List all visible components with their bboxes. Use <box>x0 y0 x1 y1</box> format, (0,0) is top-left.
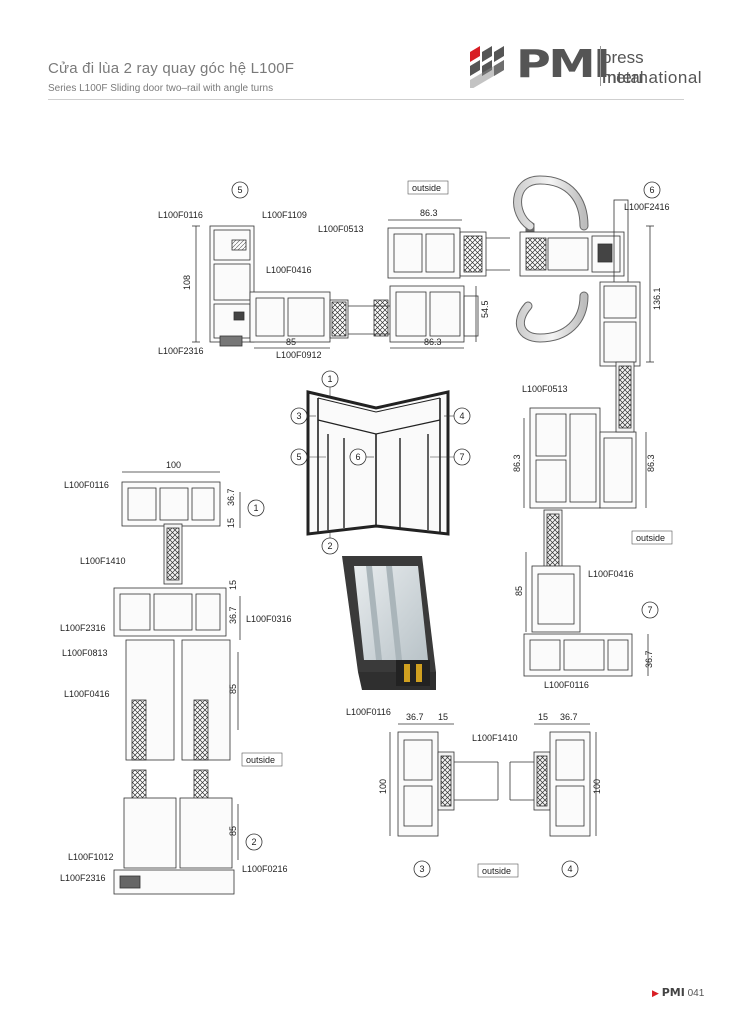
logo-brand-text: PMI <box>516 42 611 86</box>
logo-mark-icon <box>470 46 504 88</box>
outside-tag-bottom <box>477 863 519 878</box>
marker-left-2-text: 2 <box>251 837 256 847</box>
marker-right-7-text: 7 <box>647 605 652 615</box>
label-bottom-l100f1410: L100F1410 <box>472 733 518 743</box>
label-right-l100f0513: L100F0513 <box>522 384 568 394</box>
dim-left-85-a: 85 <box>228 684 238 694</box>
marker-bottom-4-text: 4 <box>567 864 572 874</box>
dim-right-86-3-a: 86.3 <box>512 454 522 472</box>
dim-top-86-3-b: 86.3 <box>424 337 442 347</box>
label-left-l100f0116: L100F0116 <box>64 480 109 490</box>
marker-bottom-3 <box>413 860 431 878</box>
dim-bottom-15-b: 15 <box>538 712 548 722</box>
label-top-l100f2416: L100F2416 <box>624 202 670 212</box>
outside-label-left: outside <box>246 755 275 765</box>
detail-bottom <box>389 723 597 837</box>
dim-right-85: 85 <box>514 586 524 596</box>
label-bottom-l100f0116: L100F0116 <box>346 707 391 717</box>
label-left-l100f0316: L100F0316 <box>246 614 292 624</box>
header-divider <box>48 99 684 100</box>
detail-top-middle <box>387 219 510 349</box>
marker-elev-1-text: 1 <box>327 374 332 384</box>
dim-left-15-b: 15 <box>228 580 238 590</box>
marker-elev-5-text: 5 <box>296 452 301 462</box>
dim-left-85-b: 85 <box>228 826 238 836</box>
label-left-l100f2316-b: L100F2316 <box>60 873 106 883</box>
marker-elev-2-text: 2 <box>327 541 332 551</box>
label-left-l100f1012: L100F1012 <box>68 852 114 862</box>
dim-left-36-7-a: 36.7 <box>226 488 236 506</box>
marker-left-1-text: 1 <box>253 503 258 513</box>
dim-bottom-36-7-a: 36.7 <box>406 712 424 722</box>
footer-brand: PMI <box>661 986 685 999</box>
label-left-l100f0416: L100F0416 <box>64 689 110 699</box>
label-right-l100f0116: L100F0116 <box>544 680 589 690</box>
marker-elev-3-text: 3 <box>296 411 301 421</box>
marker-left-2 <box>245 833 263 851</box>
label-top-l100f0116: L100F0116 <box>158 210 203 220</box>
label-left-l100f0813: L100F0813 <box>62 648 108 658</box>
pmi-logo: PMI press metal International <box>468 42 702 94</box>
logo-line2: International <box>602 68 703 87</box>
dim-top-86-3-a: 86.3 <box>420 208 438 218</box>
dim-bottom-36-7-b: 36.7 <box>560 712 578 722</box>
label-left-l100f2316-a: L100F2316 <box>60 623 106 633</box>
dim-top-54-5: 54.5 <box>480 300 490 318</box>
detail-right <box>523 361 649 677</box>
marker-elev-4-text: 4 <box>459 411 464 421</box>
detail-top-left <box>192 225 390 349</box>
dim-bottom-100-b: 100 <box>592 779 602 794</box>
marker-top-5-text: 5 <box>237 185 242 195</box>
label-top-l100f0416: L100F0416 <box>266 265 312 275</box>
label-left-l100f1410: L100F1410 <box>80 556 126 566</box>
marker-top-6-text: 6 <box>649 185 654 195</box>
marker-elev-7-text: 7 <box>459 452 464 462</box>
label-top-l100f0912: L100F0912 <box>276 350 322 360</box>
dim-left-15-a: 15 <box>226 518 236 528</box>
label-top-l100f2316: L100F2316 <box>158 346 204 356</box>
logo-line1: press metal <box>602 48 644 87</box>
label-top-l100f1109: L100F1109 <box>262 210 307 220</box>
marker-top-6 <box>643 181 661 199</box>
dim-top-108: 108 <box>182 275 192 290</box>
dim-left-36-7-b: 36.7 <box>228 606 238 624</box>
outside-tag-right <box>631 530 673 545</box>
label-right-l100f0416: L100F0416 <box>588 569 634 579</box>
footer-arrow-icon: ▶ <box>652 988 659 998</box>
dim-bottom-15-a: 15 <box>438 712 448 722</box>
page-footer: ▶ PMI 041 <box>652 986 704 999</box>
outside-tag-left <box>241 752 283 767</box>
outside-label-top: outside <box>412 183 441 193</box>
label-top-l100f0513: L100F0513 <box>318 224 364 234</box>
page-number: 041 <box>687 988 705 999</box>
dim-left-100: 100 <box>166 460 181 470</box>
elevation-frame <box>306 390 450 536</box>
page-title: Cửa đi lùa 2 ray quay góc hệ L100F <box>48 60 295 77</box>
dim-right-86-3-b: 86.3 <box>646 454 656 472</box>
label-left-l100f0216: L100F0216 <box>242 864 288 874</box>
outside-label-right: outside <box>636 533 665 543</box>
marker-bottom-4 <box>561 860 579 878</box>
detail-left <box>113 471 241 895</box>
dim-bottom-100-a: 100 <box>378 779 388 794</box>
page-subtitle: Series L100F Sliding door two–rail with … <box>48 83 274 94</box>
marker-elev-6-text: 6 <box>355 452 360 462</box>
dim-top-136-1: 136.1 <box>652 287 662 310</box>
marker-left-1 <box>247 499 265 517</box>
outside-tag-top <box>407 180 449 195</box>
marker-top-5 <box>231 181 249 199</box>
dim-right-36-7: 36.7 <box>644 650 654 668</box>
marker-bottom-3-text: 3 <box>419 864 424 874</box>
outside-label-bottom: outside <box>482 866 511 876</box>
logo-divider <box>600 46 601 86</box>
profile-photo <box>342 556 436 690</box>
detail-top-right <box>513 175 654 367</box>
marker-right-7 <box>641 601 659 619</box>
dim-top-85: 85 <box>286 337 296 347</box>
